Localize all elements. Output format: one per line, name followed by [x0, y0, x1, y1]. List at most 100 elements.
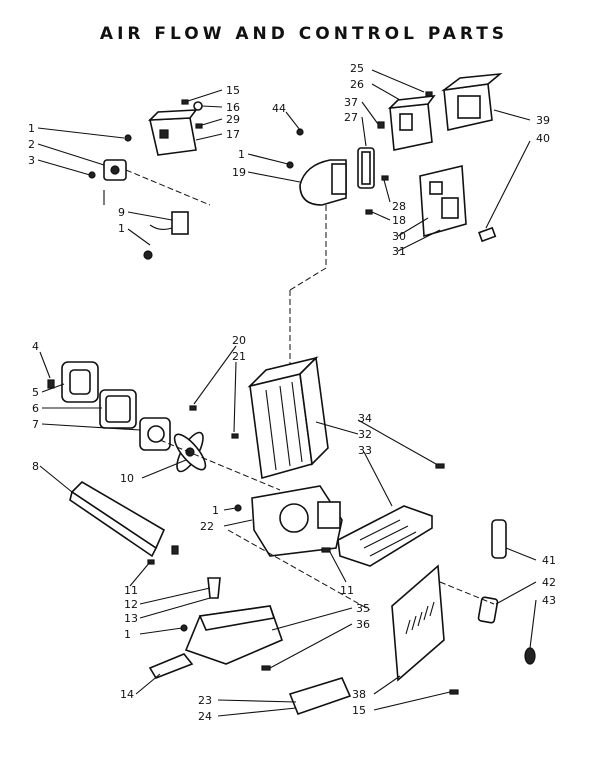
- callout-7: 7: [32, 418, 39, 431]
- screw-15b: [449, 689, 459, 695]
- callout-28: 28: [392, 200, 406, 213]
- diagram-title: AIR FLOW AND CONTROL PARTS: [99, 24, 509, 44]
- thermostat-housing: [147, 109, 198, 156]
- leaders-middle: [39, 345, 437, 611]
- callout-15: 15: [226, 84, 240, 97]
- callout-26: 26: [350, 78, 364, 91]
- callout-1d: 1: [212, 504, 219, 517]
- fan-shroud-4-5: [61, 361, 99, 403]
- fan-motor-7: [139, 417, 171, 451]
- clip-29: [195, 123, 203, 129]
- screw-11: [321, 547, 331, 553]
- screw-34: [435, 463, 445, 469]
- control-box: [387, 95, 436, 151]
- grille-33: [337, 505, 433, 567]
- screw-21: [231, 433, 239, 439]
- callout-36: 36: [356, 618, 370, 631]
- callout-27: 27: [344, 111, 358, 124]
- screw-28: [381, 175, 389, 181]
- callout-20: 20: [232, 334, 246, 347]
- callout-2: 2: [28, 138, 35, 151]
- seal-27: [357, 147, 375, 189]
- screw-18: [365, 209, 373, 215]
- leaders-top-left: [37, 89, 223, 246]
- screw-36: [261, 665, 271, 671]
- callout-40: 40: [536, 132, 550, 145]
- duct-22: [251, 485, 343, 557]
- screw-1c: [286, 161, 294, 169]
- callout-22: 22: [200, 520, 214, 533]
- callout-30: 30: [392, 230, 406, 243]
- evaporator-cover-32: [247, 356, 329, 480]
- callout-14: 14: [120, 688, 134, 701]
- callout-23: 23: [198, 694, 212, 707]
- callout-6: 6: [32, 402, 39, 415]
- callout-1b: 1: [118, 222, 125, 235]
- clip-12: [171, 545, 179, 555]
- callout-16: 16: [226, 101, 240, 114]
- callout-4: 4: [32, 340, 39, 353]
- handle-41: [491, 519, 507, 559]
- callout-37: 37: [344, 96, 358, 109]
- callout-41: 41: [542, 554, 556, 567]
- channel-8: [69, 480, 166, 558]
- screw-4: [47, 379, 55, 389]
- callout-8: 8: [32, 460, 39, 473]
- callout-1c: 1: [238, 148, 245, 161]
- screw-20: [189, 405, 197, 411]
- callout-25: 25: [350, 62, 364, 75]
- thermostat: [103, 159, 127, 205]
- callout-17: 17: [226, 128, 240, 141]
- callout-10: 10: [120, 472, 134, 485]
- screw-11b: [147, 559, 155, 565]
- callout-13: 13: [124, 612, 138, 625]
- callout-21: 21: [232, 350, 246, 363]
- callout-44: 44: [272, 102, 286, 115]
- callout-39: 39: [536, 114, 550, 127]
- callout-12: 12: [124, 598, 138, 611]
- damper-housing-19: [299, 159, 347, 206]
- plug-40: [478, 226, 497, 243]
- callout-24: 24: [198, 710, 212, 723]
- callout-5: 5: [32, 386, 39, 399]
- callout-32: 32: [358, 428, 372, 441]
- panel-38: [391, 564, 445, 682]
- screw-1: [124, 134, 132, 142]
- light-43: [524, 647, 536, 665]
- drain-pan-35: [184, 605, 284, 665]
- callout-34: 34: [358, 412, 372, 425]
- callout-11b: 11: [124, 584, 138, 597]
- leaders-bottom: [135, 547, 537, 717]
- callout-31: 31: [392, 245, 406, 258]
- callout-9: 9: [118, 206, 125, 219]
- callout-38: 38: [352, 688, 366, 701]
- strip-14: [148, 653, 194, 679]
- damper-switch: [149, 211, 189, 235]
- trough-23-24: [288, 677, 352, 716]
- callout-19: 19: [232, 166, 246, 179]
- callout-3: 3: [28, 154, 35, 167]
- bracket-30-31: [419, 165, 467, 238]
- callout-29: 29: [226, 113, 240, 126]
- callout-1: 1: [28, 122, 35, 135]
- clip-37: [377, 121, 385, 129]
- cap-42: [477, 596, 499, 624]
- gasket-6: [99, 389, 137, 429]
- knob-16: [193, 101, 203, 111]
- screw-44: [296, 128, 304, 136]
- callout-15b: 15: [352, 704, 366, 717]
- callout-43: 43: [542, 594, 556, 607]
- callout-42: 42: [542, 576, 556, 589]
- leaders-top-right: [247, 69, 531, 372]
- callout-33: 33: [358, 444, 372, 457]
- cover-39: [441, 72, 503, 131]
- screw-15: [181, 99, 189, 105]
- cup-13: [207, 577, 221, 599]
- screw-25: [425, 91, 433, 97]
- callout-35: 35: [356, 602, 370, 615]
- callout-18: 18: [392, 214, 406, 227]
- screw-1b: [143, 250, 153, 260]
- callout-11: 11: [340, 584, 354, 597]
- callout-1e: 1: [124, 628, 131, 641]
